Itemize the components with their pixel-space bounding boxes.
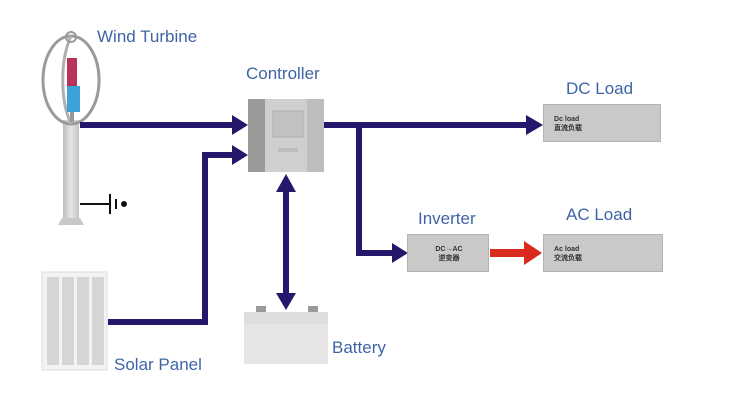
arrowhead-wind	[232, 115, 248, 135]
dc-load-box-line2: 直流负载	[554, 125, 582, 132]
battery-icon	[244, 306, 328, 364]
inverter-box-line1: DC→AC	[435, 246, 463, 253]
battery-label: Battery	[332, 338, 386, 357]
arrowhead-inverter	[392, 243, 408, 263]
ground-symbol-icon	[80, 194, 127, 214]
controller-icon	[248, 99, 324, 172]
inverter-to-ac-load-arrow	[490, 241, 542, 265]
inverter-box: DC→AC 逆变器	[407, 234, 489, 272]
inverter-label: Inverter	[418, 209, 476, 228]
ac-load-box-line2: 交流负载	[554, 255, 582, 262]
dc-load-label: DC Load	[566, 79, 634, 98]
arrowhead-battery-down	[276, 293, 296, 310]
arrowhead-battery-up	[276, 174, 296, 192]
solar-panel-label: Solar Panel	[114, 355, 202, 374]
arrowhead-dc-load	[526, 115, 543, 135]
dc-load-box-line1: Dc load	[554, 116, 580, 123]
wind-turbine-label: Wind Turbine	[97, 27, 198, 46]
dc-arrowheads	[232, 115, 543, 310]
arrowhead-solar	[232, 145, 248, 165]
ac-load-label: AC Load	[566, 205, 633, 224]
ac-load-box-line1: Ac load	[554, 246, 580, 253]
solar-panel-icon	[41, 271, 108, 371]
ac-load-box: Ac load 交流负载	[543, 234, 663, 272]
controller-to-inverter-line	[356, 125, 394, 256]
dc-wiring	[80, 122, 528, 325]
inverter-box-line2: 逆变器	[438, 255, 460, 262]
solar-to-controller-line	[108, 152, 236, 325]
wind-turbine-icon	[41, 31, 101, 225]
controller-label: Controller	[246, 64, 320, 83]
dc-load-box: Dc load 直流负载	[543, 104, 661, 142]
